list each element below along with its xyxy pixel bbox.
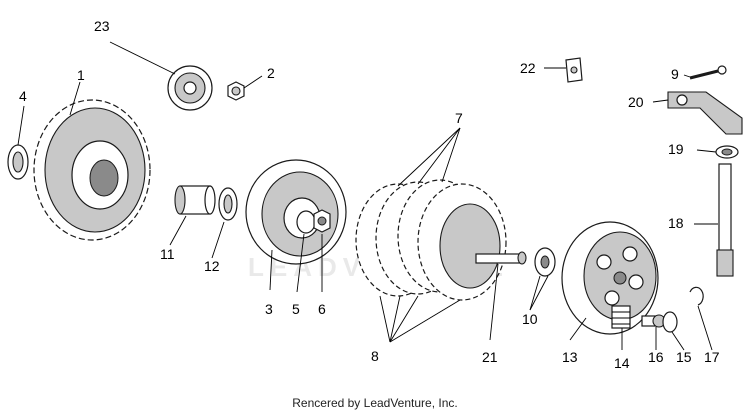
callout-2: 2 [267,65,275,81]
part-13-pressure-plate [561,221,659,335]
part-17-circlip [689,286,704,306]
part-20-clutch-lever [667,91,743,135]
part-19-seal [715,145,739,159]
callout-18: 18 [668,215,684,231]
callout-4: 4 [19,88,27,104]
callout-labels: 23 2 1 4 11 12 3 5 6 7 8 21 10 13 14 16 … [19,18,720,371]
callout-3: 3 [265,301,273,317]
part-12-washer [218,187,238,221]
callout-11: 11 [160,246,175,262]
callout-9: 9 [671,66,679,82]
callout-14: 14 [614,355,630,371]
part-5-washer [296,210,316,234]
part-1-clutch-housing [33,99,151,241]
part-18-shaft [716,163,734,277]
callout-21: 21 [482,349,498,365]
callout-23: 23 [94,18,110,34]
part-16-bolt [641,314,666,328]
part-23-gear [167,65,213,111]
part-8-steel-plates [417,183,507,301]
part-6-nut [313,209,331,233]
callout-6: 6 [318,301,326,317]
callout-22: 22 [520,60,536,76]
callout-8: 8 [371,348,379,364]
callout-15: 15 [676,349,692,365]
footer-credit: Rencered by LeadVenture, Inc. [292,396,458,410]
part-9-screw [689,65,727,80]
callout-16: 16 [648,349,664,365]
part-14-spring [611,305,631,329]
part-10-bearing [534,247,556,277]
part-11-bushing [174,185,216,215]
leader-lines [17,41,718,351]
callout-10: 10 [522,311,538,327]
part-2-nut [227,81,245,101]
part-22-bracket [565,57,583,83]
part-21-push-rod [475,251,527,265]
callout-12: 12 [204,258,220,274]
callout-5: 5 [292,301,300,317]
part-3-clutch-hub [245,159,347,265]
callout-19: 19 [668,141,684,157]
part-15-washer [662,311,678,333]
callout-7: 7 [455,110,463,126]
callout-1: 1 [77,67,85,83]
callout-17: 17 [704,349,720,365]
callout-13: 13 [562,349,578,365]
callout-20: 20 [628,94,644,110]
part-4-ring [7,144,29,180]
